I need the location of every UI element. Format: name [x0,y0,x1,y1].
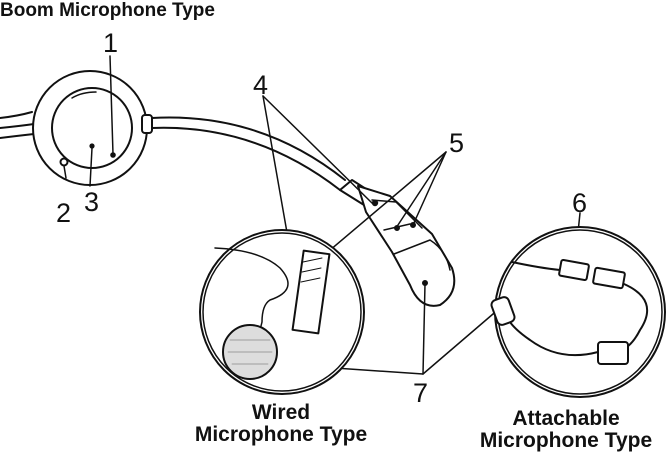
wired-caption-line2: Microphone Type [194,423,368,447]
callout-4: 4 [253,70,269,100]
diagram-title: Boom Microphone Type [0,0,215,21]
callout-1: 1 [103,28,119,58]
attachable-caption-line1: Attachable [512,407,620,430]
boom-arm-icon [141,114,346,191]
attachable-microphone-icon [490,226,666,398]
wired-microphone-icon [199,229,365,395]
callout-5: 5 [449,128,465,158]
speaker-icon [32,70,148,186]
attachable-caption-line2: Microphone Type [479,429,653,453]
callout-7: 7 [413,378,429,408]
attachable-caption: Attachable Microphone Type [466,407,666,453]
wired-caption: Wired Microphone Type [178,401,384,447]
speaker-cable [0,111,35,139]
boom-housing [339,179,456,307]
callout-6: 6 [572,188,588,218]
wired-caption-line1: Wired [251,401,311,424]
callout-3: 3 [84,187,100,217]
callout-2: 2 [56,198,72,228]
led-indicator [59,157,69,167]
